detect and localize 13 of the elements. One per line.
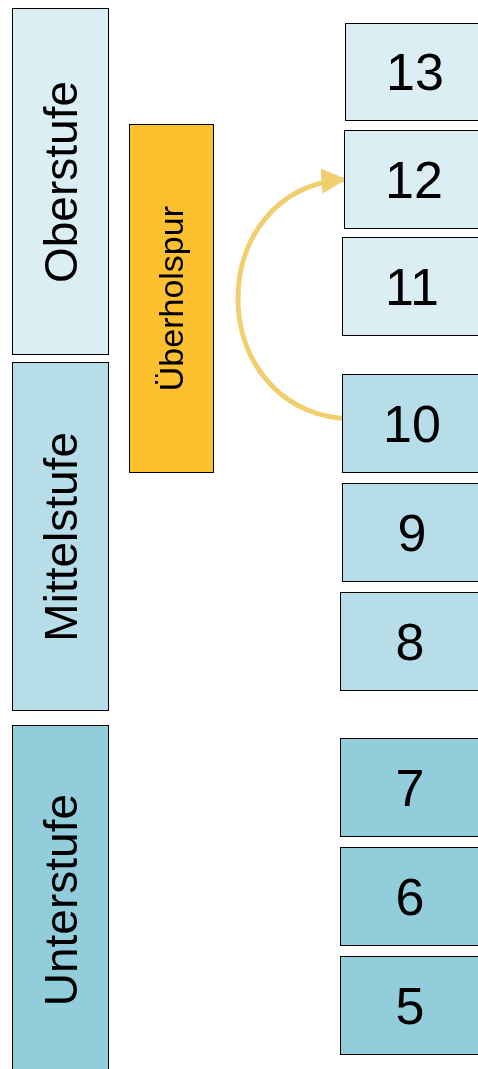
grade-box: 10	[342, 374, 478, 473]
fast-track-box: Überholspur	[129, 124, 214, 473]
level-box: Mittelstufe	[12, 362, 109, 711]
grade-box: 7	[340, 738, 478, 837]
grade-box: 12	[344, 130, 478, 229]
grade-box: 8	[340, 592, 478, 691]
grade-box: 6	[340, 847, 478, 946]
level-box: Oberstufe	[12, 8, 109, 355]
grade-box: 9	[342, 483, 478, 582]
grade-box: 13	[345, 23, 478, 121]
level-box: Unterstufe	[12, 725, 109, 1069]
grade-box: 11	[342, 237, 478, 336]
grade-box: 5	[340, 956, 478, 1055]
